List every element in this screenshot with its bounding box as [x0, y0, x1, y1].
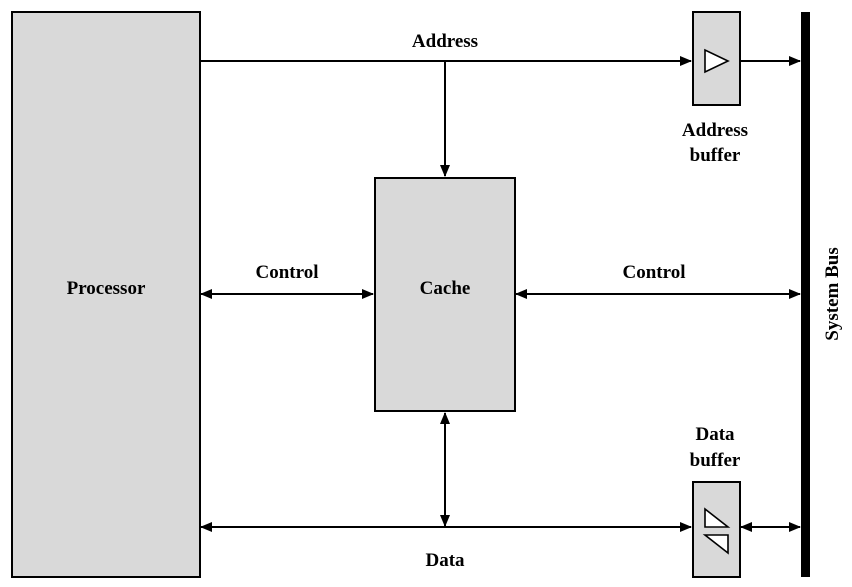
address-buffer-symbol	[704, 48, 730, 74]
processor-label: Processor	[67, 278, 146, 299]
address-buffer-label-line1: Address	[682, 120, 748, 141]
data-buffer-in-symbol	[702, 534, 729, 555]
control-label-left: Control	[256, 262, 319, 283]
data-label: Data	[425, 550, 465, 571]
data-buffer-label-line2: buffer	[690, 450, 741, 471]
data-buffer-out-symbol	[704, 507, 731, 528]
control-label-right: Control	[623, 262, 686, 283]
system-bus-label: System Bus	[822, 247, 843, 340]
cache-block	[374, 177, 516, 412]
cache-label: Cache	[420, 278, 471, 299]
processor-block	[11, 11, 201, 578]
data-buffer-block	[692, 481, 741, 578]
data-buffer-label-line1: Data	[695, 424, 735, 445]
address-buffer-label-line2: buffer	[690, 145, 741, 166]
system-bus-bar	[801, 12, 810, 577]
address-label: Address	[412, 31, 478, 52]
